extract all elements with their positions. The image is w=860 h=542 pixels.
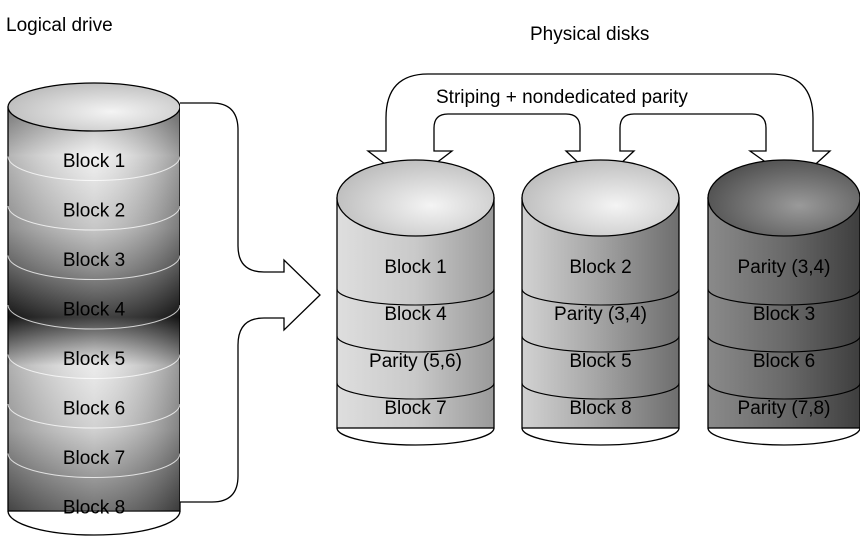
disk-3: Parity (3,4) Block 3 Block 6 Parity (7,8) [707, 159, 860, 446]
disk-1: Block 1 Block 4 Parity (5,6) Block 7 [336, 159, 495, 446]
logical-block-label: Block 1 [63, 151, 125, 172]
disk-block-label: Block 7 [384, 398, 446, 419]
logical-block-separator [7, 403, 181, 429]
logical-block-separator [7, 255, 181, 280]
disk-block-label: Block 6 [753, 351, 815, 372]
logical-block-separator [7, 354, 181, 379]
logical-block-label: Block 8 [63, 498, 125, 519]
disk-block-separator [336, 288, 495, 306]
logical-drive-cylinder: Block 1 Block 2 Block 3 Block 4 Block 5 Block… [7, 82, 181, 536]
disk-block-label: Parity (7,8) [738, 398, 831, 419]
distribution-arrow [180, 102, 321, 503]
disk-block-label: Block 2 [569, 257, 631, 278]
disk-block-separator [707, 335, 860, 353]
logical-block-separator [7, 304, 181, 330]
disk-block-label: Block 1 [384, 257, 446, 278]
disk-block-separator [521, 288, 680, 306]
striping-arrows: Striping + nondedicated parity [366, 73, 832, 184]
logical-block-label: Block 6 [63, 399, 125, 420]
logical-block-label: Block 4 [63, 300, 126, 321]
logical-block-label: Block 3 [63, 250, 125, 271]
disk-block-label: Block 5 [569, 351, 631, 372]
disk-block-separator [521, 335, 680, 353]
logical-block-label: Block 7 [63, 448, 125, 469]
disk-block-label: Parity (3,4) [738, 257, 831, 278]
physical-disks-title: Physical disks [530, 24, 649, 45]
disk-block-separator [707, 382, 860, 400]
logical-block-label: Block 2 [63, 201, 125, 222]
logical-block-separator [7, 156, 181, 181]
logical-block-separator [7, 205, 181, 231]
disk-block-label: Block 3 [753, 304, 815, 325]
disk-block-label: Block 8 [569, 398, 631, 419]
disk-block-label: Parity (5,6) [369, 351, 462, 372]
disk-block-separator [336, 382, 495, 400]
disk-block-separator [521, 382, 680, 400]
disk-block-separator [336, 335, 495, 353]
logical-block-label: Block 5 [63, 349, 125, 370]
disk-block-separator [707, 288, 860, 306]
disk-block-label: Block 4 [384, 304, 447, 325]
logical-block-separator [7, 453, 181, 478]
striping-caption: Striping + nondedicated parity [436, 87, 688, 108]
disk-2: Block 2 Parity (3,4) Block 5 Block 8 [521, 159, 680, 446]
disk-block-label: Parity (3,4) [554, 304, 647, 325]
logical-drive-title: Logical drive [6, 15, 113, 36]
